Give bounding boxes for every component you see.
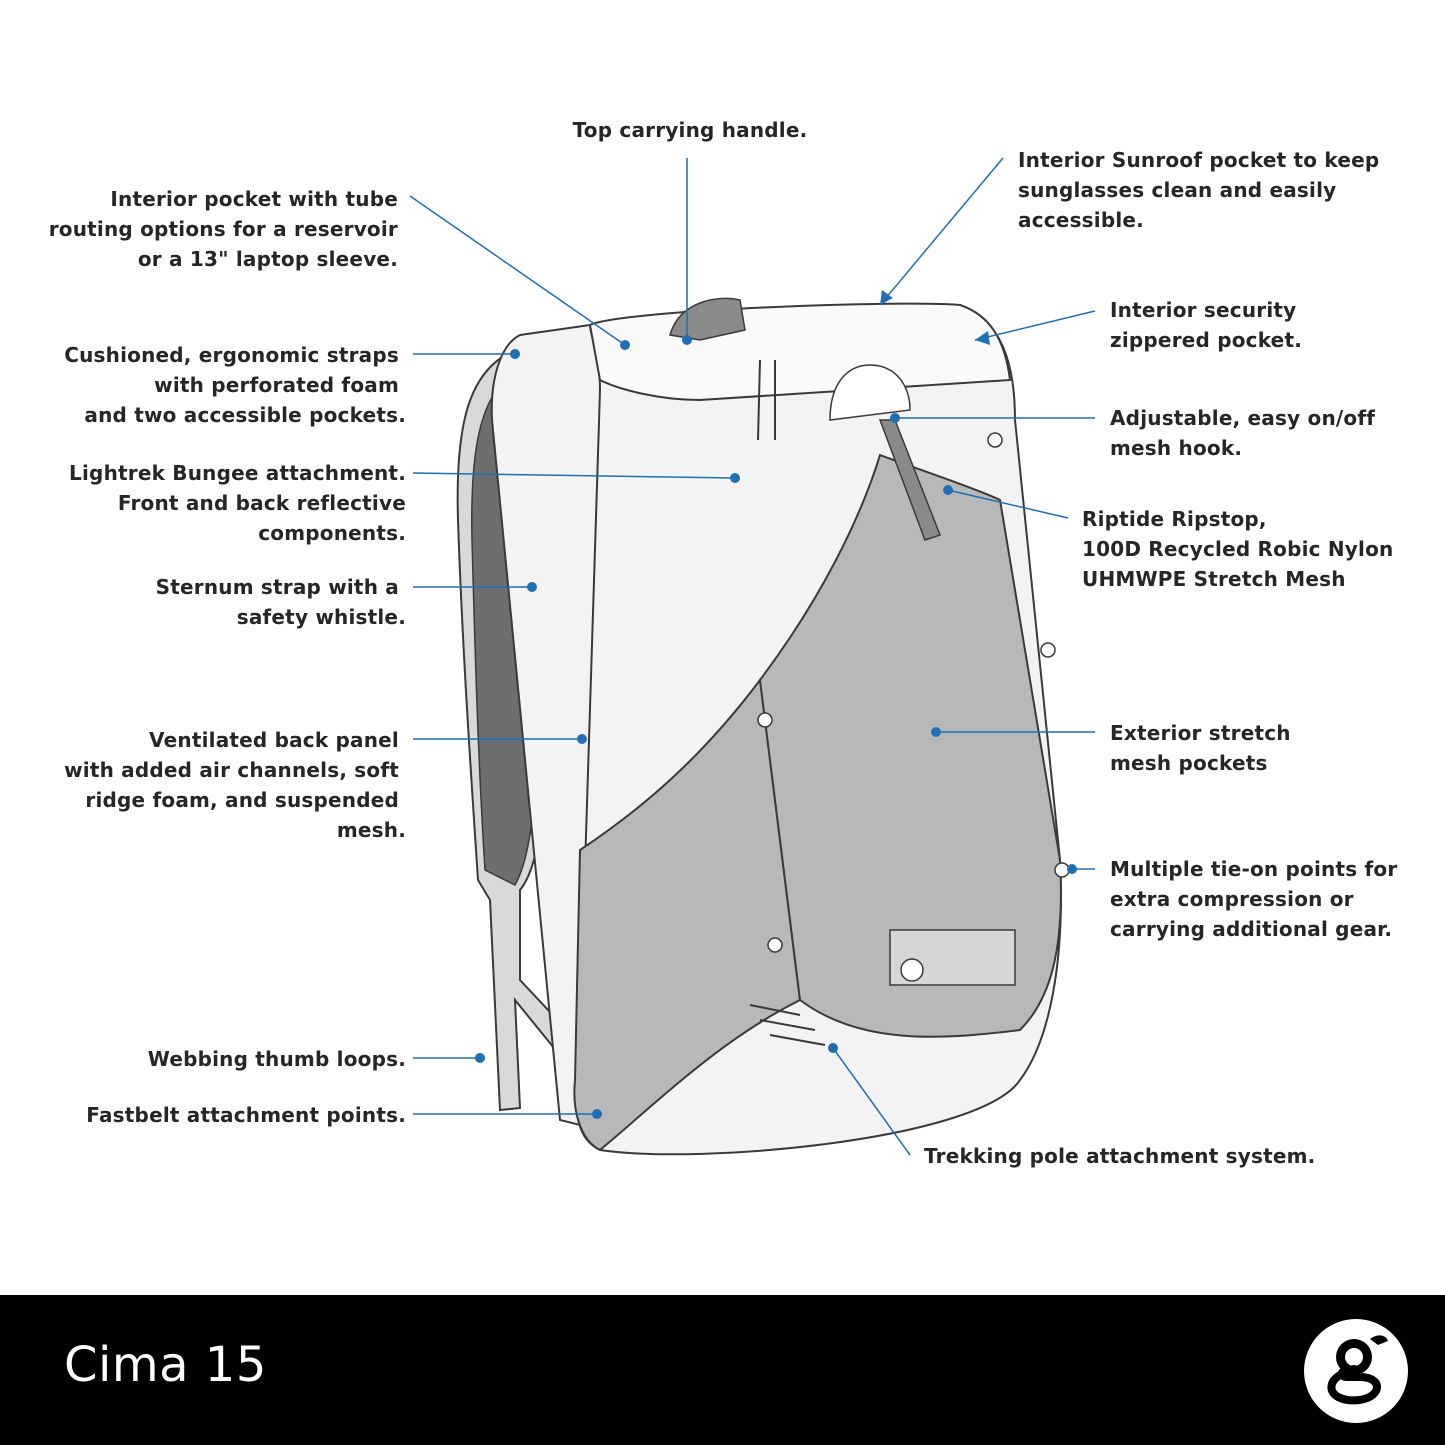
callout-security: Interior security zippered pocket. <box>1110 295 1430 355</box>
label-logo-icon <box>900 958 924 982</box>
callout-line: with perforated foam <box>154 373 399 397</box>
callout-line: Riptide Ripstop, <box>1082 507 1267 531</box>
callout-line-interior-pocket <box>409 195 626 346</box>
callout-line: Fastbelt attachment points. <box>86 1103 406 1127</box>
callout-straps: Cushioned, ergonomic straps with perfora… <box>20 340 406 430</box>
callout-arrow-security <box>975 331 990 345</box>
callout-line: routing options for a reservoir <box>48 217 398 241</box>
front-mesh-pocket <box>758 453 1062 1038</box>
feature-diagram: Top carrying handle. Interior pocket wit… <box>20 115 1440 1171</box>
callout-line: Ventilated back panel <box>149 728 399 752</box>
callout-line: Adjustable, easy on/off <box>1110 406 1376 430</box>
callout-bungee: Lightrek Bungee attachment. Front and ba… <box>20 458 406 548</box>
callout-line: components. <box>258 521 406 545</box>
callout-dot-tie-on <box>1067 864 1077 874</box>
callout-stretch-mesh: Exterior stretch mesh pockets <box>1110 718 1430 778</box>
tie-on-loop <box>757 712 773 728</box>
callout-line: UHMWPE Stretch Mesh <box>1082 567 1346 591</box>
callout-line: Lightrek Bungee attachment. <box>69 461 406 485</box>
callout-line: mesh pockets <box>1110 751 1268 775</box>
callout-line-bungee <box>412 472 736 479</box>
callout-line: with added air channels, soft <box>64 758 399 782</box>
callout-line: Interior Sunroof pocket to keep <box>1018 148 1380 172</box>
callout-interior-pocket: Interior pocket with tube routing option… <box>20 184 398 274</box>
tie-on-loop <box>987 432 1003 448</box>
callout-line: 100D Recycled Robic Nylon <box>1082 537 1394 561</box>
callout-line: and two accessible pockets. <box>84 403 406 427</box>
callout-line-security <box>974 310 1096 341</box>
callout-sternum: Sternum strap with a safety whistle. <box>20 572 406 632</box>
callout-tie-on: Multiple tie-on points for extra compres… <box>1110 854 1440 944</box>
callout-line: mesh hook. <box>1110 436 1243 460</box>
trekking-pole-loops <box>749 1004 826 1046</box>
callout-dot-straps <box>510 349 520 359</box>
callout-line: Interior security <box>1110 298 1297 322</box>
callout-line: Top carrying handle. <box>572 118 808 142</box>
callout-dot-top-handle <box>682 335 692 345</box>
callout-line: Trekking pole attachment system. <box>924 1144 1316 1168</box>
callout-mesh-hook: Adjustable, easy on/off mesh hook. <box>1110 403 1430 463</box>
callout-line-sunroof <box>879 157 1004 306</box>
callout-line-trekking <box>832 1047 911 1156</box>
callout-sunroof: Interior Sunroof pocket to keep sunglass… <box>1018 145 1428 235</box>
callout-line: zippered pocket. <box>1110 328 1302 352</box>
backpack-illustration <box>409 157 1096 1156</box>
top-handle <box>669 297 746 341</box>
callout-line: Webbing thumb loops. <box>147 1047 406 1071</box>
callout-top-handle: Top carrying handle. <box>560 115 820 145</box>
callout-dot-back-panel <box>577 734 587 744</box>
callout-trekking: Trekking pole attachment system. <box>924 1141 1404 1171</box>
callout-dot-stretch-mesh <box>931 727 941 737</box>
callout-line-ripstop <box>947 489 1069 519</box>
callout-line: sunglasses clean and easily <box>1018 178 1337 202</box>
callout-dot-bungee <box>730 473 740 483</box>
callout-thumb-loops: Webbing thumb loops. <box>20 1044 406 1074</box>
callout-back-panel: Ventilated back panel with added air cha… <box>20 725 406 845</box>
callout-dots <box>475 335 1077 1119</box>
callout-dot-interior-pocket <box>620 340 630 350</box>
zipper-pull-left <box>757 359 761 441</box>
side-mesh-pocket <box>573 677 802 1152</box>
callout-dot-fastbelt <box>592 1109 602 1119</box>
callout-fastbelt: Fastbelt attachment points. <box>20 1100 406 1130</box>
callout-dot-sternum <box>527 582 537 592</box>
callout-line: mesh. <box>336 818 406 842</box>
callout-line: Interior pocket with tube <box>110 187 398 211</box>
callout-line: Sternum strap with a <box>155 575 399 599</box>
callout-line: Cushioned, ergonomic straps <box>64 343 399 367</box>
tie-on-loop <box>1054 862 1070 878</box>
callout-line: accessible. <box>1018 208 1144 232</box>
callout-dot-trekking <box>828 1043 838 1053</box>
tie-on-loop <box>767 937 783 953</box>
mesh-hook-strap <box>878 419 941 541</box>
callout-line: Exterior stretch <box>1110 721 1291 745</box>
callout-arrows <box>880 290 990 345</box>
sunroof-pocket <box>829 364 911 421</box>
callout-line: Multiple tie-on points for <box>1110 857 1398 881</box>
gossamer-g-logo-icon <box>1304 1319 1408 1423</box>
product-name: Cima 15 <box>64 1337 267 1393</box>
footer-bar: Cima 15 <box>0 1295 1445 1445</box>
callout-line: ridge foam, and suspended <box>85 788 399 812</box>
callout-dot-ripstop <box>943 485 953 495</box>
callout-line: extra compression or <box>1110 887 1354 911</box>
tie-on-loop <box>1040 642 1056 658</box>
callout-line: or a 13" laptop sleeve. <box>137 247 398 271</box>
callout-line: safety whistle. <box>236 605 406 629</box>
callout-arrow-sunroof <box>880 290 893 305</box>
callout-lines <box>409 157 1096 1156</box>
callout-ripstop: Riptide Ripstop, 100D Recycled Robic Nyl… <box>1082 504 1432 594</box>
callout-line: Front and back reflective <box>117 491 406 515</box>
callout-dot-thumb-loops <box>475 1053 485 1063</box>
callout-dot-mesh-hook <box>890 413 900 423</box>
callout-line: carrying additional gear. <box>1110 917 1393 941</box>
